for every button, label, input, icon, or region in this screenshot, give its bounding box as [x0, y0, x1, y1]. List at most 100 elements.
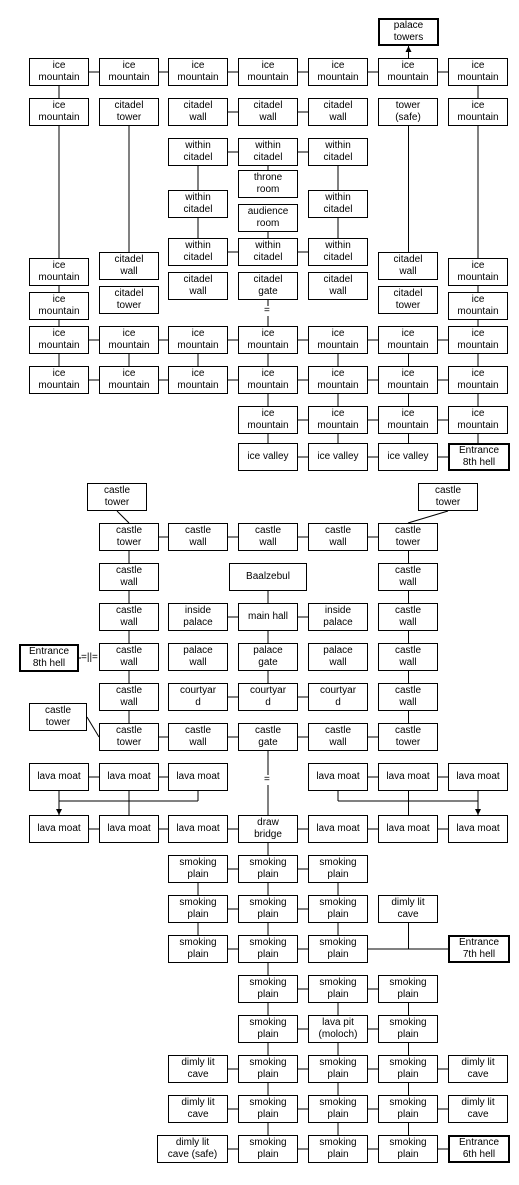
smoking-plain: smoking plain: [308, 1055, 368, 1083]
smoking-plain: smoking plain: [308, 1095, 368, 1123]
ice-valley: ice valley: [308, 443, 368, 471]
smoking-plain: smoking plain: [238, 975, 298, 1003]
castle-tower: castle tower: [29, 703, 87, 731]
draw-bridge: draw bridge: [238, 815, 298, 843]
smoking-plain: smoking plain: [238, 855, 298, 883]
smoking-plain: smoking plain: [238, 1015, 298, 1043]
castle-tower: castle tower: [378, 523, 438, 551]
arrowhead-icon: [475, 809, 481, 815]
ice-valley: ice valley: [378, 443, 438, 471]
castle-wall: castle wall: [378, 603, 438, 631]
castle-tower: castle tower: [418, 483, 478, 511]
main-hall: main hall: [238, 603, 298, 631]
smoking-plain: smoking plain: [238, 1135, 298, 1163]
entrance-8th-hell-lower: Entrance 8th hell: [19, 644, 79, 672]
smoking-plain: smoking plain: [168, 935, 228, 963]
citadel-wall: citadel wall: [378, 252, 438, 280]
ice-mountain: ice mountain: [168, 326, 228, 354]
lava-moat: lava moat: [168, 815, 228, 843]
within-citadel: within citadel: [308, 138, 368, 166]
entrance-6th-hell: Entrance 6th hell: [448, 1135, 510, 1163]
ice-mountain: ice mountain: [308, 326, 368, 354]
castle-gate-symbol: =: [264, 774, 270, 785]
castle-wall: castle wall: [99, 563, 159, 591]
castle-wall: castle wall: [378, 683, 438, 711]
palace-gate: palace gate: [238, 643, 298, 671]
castle-wall: castle wall: [308, 523, 368, 551]
castle-tower: castle tower: [99, 723, 159, 751]
ice-mountain: ice mountain: [448, 292, 508, 320]
ice-mountain: ice mountain: [448, 406, 508, 434]
castle-wall: castle wall: [168, 523, 228, 551]
smoking-plain: smoking plain: [308, 855, 368, 883]
citadel-tower: citadel tower: [99, 286, 159, 314]
within-citadel: within citadel: [168, 190, 228, 218]
ice-mountain: ice mountain: [308, 366, 368, 394]
smoking-plain: smoking plain: [378, 1095, 438, 1123]
safe-tower: tower (safe): [378, 98, 438, 126]
citadel-tower: citadel tower: [99, 98, 159, 126]
inside-palace: inside palace: [168, 603, 228, 631]
ice-mountain: ice mountain: [99, 366, 159, 394]
castle-wall: castle wall: [238, 523, 298, 551]
arrowhead-icon: [56, 809, 62, 815]
within-citadel: within citadel: [308, 190, 368, 218]
connector-line: [407, 510, 449, 524]
ice-mountain: ice mountain: [99, 58, 159, 86]
lava-moat: lava moat: [99, 815, 159, 843]
ice-mountain: ice mountain: [378, 406, 438, 434]
smoking-plain: smoking plain: [378, 1135, 438, 1163]
dimly-lit-cave: dimly lit cave: [448, 1095, 508, 1123]
entrance-door-symbol: =||=: [81, 652, 98, 663]
courtyard: courtyar d: [308, 683, 368, 711]
smoking-plain: smoking plain: [238, 1095, 298, 1123]
within-citadel: within citadel: [168, 238, 228, 266]
connector-line: [86, 716, 100, 738]
lava-moat: lava moat: [99, 763, 159, 791]
castle-wall: castle wall: [378, 643, 438, 671]
castle-wall: castle wall: [308, 723, 368, 751]
ice-mountain: ice mountain: [29, 366, 89, 394]
lava-moat: lava moat: [168, 763, 228, 791]
dimly-lit-cave: dimly lit cave: [448, 1055, 508, 1083]
citadel-wall: citadel wall: [238, 98, 298, 126]
citadel-gate: citadel gate: [238, 272, 298, 300]
ice-mountain: ice mountain: [448, 58, 508, 86]
castle-gate: castle gate: [238, 723, 298, 751]
entrance-7th-hell: Entrance 7th hell: [448, 935, 510, 963]
within-citadel: within citadel: [238, 238, 298, 266]
citadel-wall: citadel wall: [168, 272, 228, 300]
smoking-plain: smoking plain: [168, 855, 228, 883]
castle-wall: castle wall: [99, 643, 159, 671]
dimly-lit-cave: dimly lit cave: [378, 895, 438, 923]
within-citadel: within citadel: [168, 138, 228, 166]
lava-moat: lava moat: [448, 763, 508, 791]
ice-mountain: ice mountain: [238, 406, 298, 434]
ice-mountain: ice mountain: [29, 326, 89, 354]
dimly-lit-cave: dimly lit cave: [168, 1095, 228, 1123]
courtyard: courtyar d: [238, 683, 298, 711]
ice-mountain: ice mountain: [378, 366, 438, 394]
ice-mountain: ice mountain: [378, 58, 438, 86]
ice-mountain: ice mountain: [168, 58, 228, 86]
ice-mountain: ice mountain: [448, 98, 508, 126]
smoking-plain: smoking plain: [378, 1055, 438, 1083]
smoking-plain: smoking plain: [308, 935, 368, 963]
smoking-plain: smoking plain: [238, 935, 298, 963]
ice-mountain: ice mountain: [29, 292, 89, 320]
smoking-plain: smoking plain: [168, 895, 228, 923]
arrowhead-icon: [405, 46, 412, 52]
ice-mountain: ice mountain: [308, 58, 368, 86]
smoking-plain: smoking plain: [308, 975, 368, 1003]
lava-moat: lava moat: [308, 763, 368, 791]
ice-mountain: ice mountain: [168, 366, 228, 394]
ice-mountain: ice mountain: [29, 258, 89, 286]
lava-moat: lava moat: [29, 815, 89, 843]
palace-wall: palace wall: [168, 643, 228, 671]
lava-moat: lava moat: [308, 815, 368, 843]
ice-mountain: ice mountain: [238, 326, 298, 354]
palace-wall: palace wall: [308, 643, 368, 671]
ice-mountain: ice mountain: [29, 98, 89, 126]
within-citadel: within citadel: [238, 138, 298, 166]
